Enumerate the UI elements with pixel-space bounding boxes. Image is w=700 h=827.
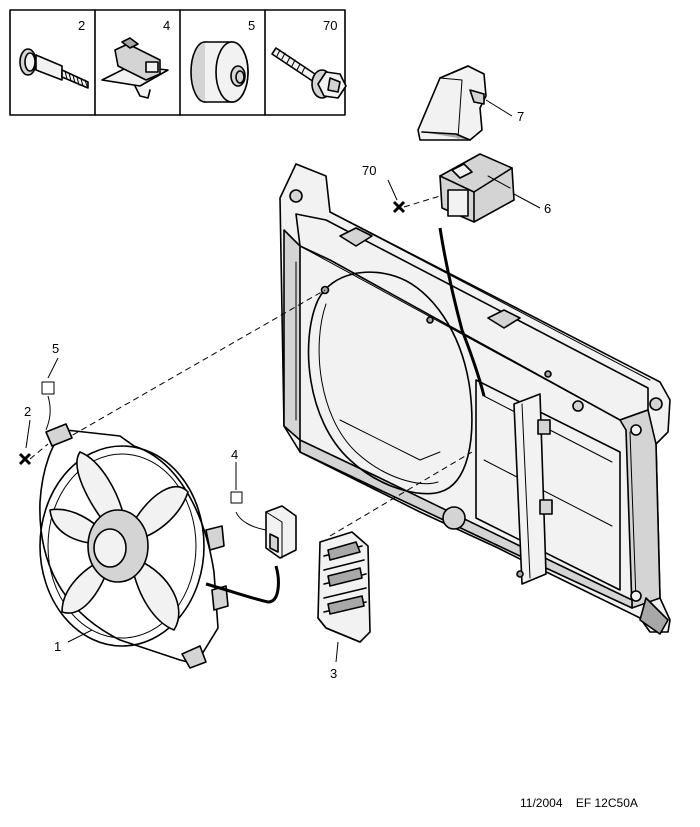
callout-fan: 1 (54, 639, 61, 654)
callout-grommet: 5 (52, 341, 59, 356)
parts-strip-ref-2: 2 (78, 18, 85, 33)
grommet-5-marker: 5 (41, 341, 59, 431)
parts-strip-cell-4: 4 (101, 18, 170, 99)
bolt-70-marker: 70 (362, 163, 441, 214)
radiator-frame (279, 163, 671, 635)
callout-flap-grille: 3 (330, 666, 337, 681)
parts-strip-cell-2: 2 (19, 18, 89, 89)
clip-icon (101, 37, 169, 99)
parts-strip-ref-70: 70 (323, 18, 337, 33)
clip-4-marker: 4 (230, 447, 243, 504)
parts-strip-ref-4: 4 (163, 18, 170, 33)
parts-strip-cell-70: 70 (271, 18, 347, 99)
callout-screw: 2 (24, 404, 31, 419)
footer-code: EF 12C50A (575, 796, 638, 810)
screw-2-marker: 2 (18, 404, 49, 466)
flap-grille (317, 531, 371, 643)
callout-bolt: 70 (362, 163, 376, 178)
bolt-icon (271, 47, 347, 99)
fan-connector (235, 505, 297, 559)
fan-assembly (39, 423, 280, 669)
diagram-reference: 11/2004 EF 12C50A (520, 796, 638, 810)
parts-strip-cell-5: 5 (190, 18, 255, 103)
callout-relay: 6 (544, 201, 551, 216)
fan-alignment-line (63, 289, 326, 441)
callout-relay-cover: 7 (517, 109, 524, 124)
callout-clip: 4 (231, 447, 238, 462)
grille-alignment-line (329, 451, 473, 537)
grommet-icon (190, 41, 249, 103)
parts-strip: 2 4 5 (9, 9, 347, 116)
relay-cover (417, 65, 487, 141)
screw-icon (19, 48, 89, 89)
footer-date: 11/2004 (520, 796, 563, 810)
parts-strip-ref-5: 5 (248, 18, 255, 33)
relay (439, 153, 515, 223)
